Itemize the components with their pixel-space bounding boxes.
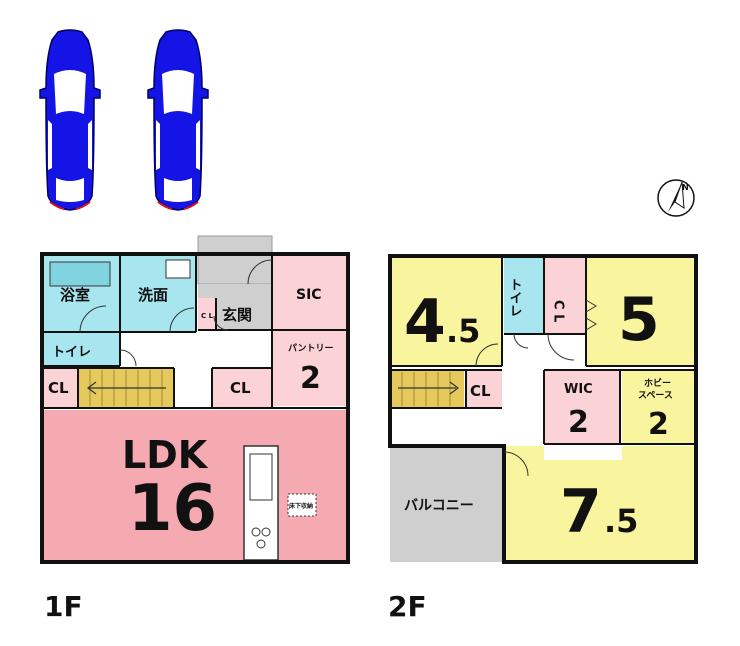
ldk-room: [42, 410, 348, 562]
closet-2f-top: [544, 256, 586, 334]
floor-label-1f: 1F: [44, 590, 83, 623]
closet-2f-hall-label: CL: [470, 382, 491, 400]
balcony-label: バルコニー: [404, 498, 474, 514]
compass-icon: N: [657, 179, 695, 217]
toilet-2f-label: トイレ: [507, 278, 523, 317]
toilet-1f: [42, 332, 120, 366]
room-7-5: [504, 446, 696, 562]
pantry-label: パントリー: [288, 342, 333, 354]
pantry: [272, 330, 348, 406]
entrance-closet: [198, 298, 216, 330]
floor-label-2f: 2F: [388, 590, 427, 623]
room-4-5-frac: .5: [446, 312, 480, 350]
room-7-5-main: 7: [560, 477, 602, 547]
closet-1f-mid: [212, 368, 272, 408]
wic-room: [544, 370, 620, 444]
hobby-label-line1: ホビー: [644, 377, 671, 389]
closet-1f-mid-label: CL: [230, 379, 251, 397]
room-4-5-main: 4: [404, 287, 446, 357]
entrance-label: 玄関: [222, 306, 252, 324]
toilet-2f: [504, 256, 544, 334]
room-5-label: 5: [618, 285, 660, 355]
underfloor-label: 床下収納: [289, 502, 313, 510]
car-icon: [39, 29, 101, 211]
closet-2f-hall: [466, 370, 502, 408]
entrance-closet-label: C L: [201, 312, 214, 320]
hobby-label-line2: スペース: [638, 390, 673, 401]
balcony: [390, 446, 502, 562]
wic-label: WIC: [564, 382, 593, 397]
room-5: [586, 256, 696, 366]
closet-1f-left-label: CL: [48, 379, 69, 397]
car-icon: [147, 29, 209, 211]
toilet-1f-label: トイレ: [52, 345, 91, 360]
first-floor-plan: 浴室 洗面 玄関 C L SIC トイレ パントリー 2 CL CL LDK 1…: [40, 235, 350, 564]
pantry-size: 2: [300, 361, 321, 396]
hobby-size: 2: [648, 407, 669, 442]
compass-label: N: [682, 183, 689, 192]
hobby-space: [622, 370, 696, 444]
wic-size: 2: [568, 405, 589, 440]
room-4-5: [390, 256, 502, 366]
room-7-5-frac: .5: [604, 502, 638, 540]
ldk-label: LDK: [122, 433, 209, 477]
stair-2f: [390, 370, 464, 408]
closet-2f-top-label: C L: [551, 300, 566, 322]
sic-label: SIC: [296, 287, 322, 303]
ldk-size: 16: [128, 472, 217, 546]
closet-1f-left: [42, 368, 78, 408]
second-floor-plan: 4 .5 トイレ C L 5 CL WIC 2 ホビー スペース 2 バルコニー…: [388, 254, 698, 564]
washroom-label: 洗面: [138, 286, 168, 304]
sic-room: [272, 254, 348, 330]
bath-label: 浴室: [60, 286, 90, 304]
